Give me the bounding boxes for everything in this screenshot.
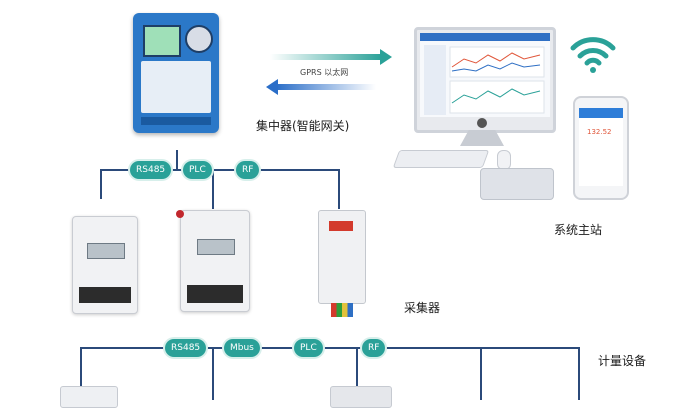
concentrator-terminal-cover [141, 117, 211, 125]
mouse [497, 150, 511, 170]
monitor-chart-graphic [424, 45, 545, 115]
master-station-label: 系统主站 [554, 223, 603, 237]
lower-bus-wire [80, 347, 580, 349]
upper-bus-wire [100, 169, 340, 171]
metering-devices-label: 计量设备 [598, 354, 647, 368]
lower-drop-3 [356, 347, 358, 400]
meter-smart [180, 210, 250, 312]
wifi-icon [570, 37, 616, 73]
phone-device: 132.52 [573, 96, 629, 200]
upper-tag-plc: PLC [183, 161, 212, 179]
collector-label: 采集器 [404, 301, 441, 315]
lower-tag-mbus: Mbus [224, 339, 260, 357]
monitor-stand [460, 130, 504, 146]
concentrator-device [133, 13, 219, 133]
upper-drop-2 [212, 169, 214, 209]
meter-led-indicator [176, 210, 184, 218]
phone-screen: 132.52 [579, 108, 623, 186]
uplink-label: GPRS 以太网 [300, 68, 349, 77]
lower-drop-1 [80, 347, 82, 400]
lower-tag-rf: RF [362, 339, 386, 357]
downlink-arrow [266, 79, 376, 95]
concentrator-keypad [185, 25, 213, 53]
server-box [480, 168, 554, 200]
lower-drop-4 [480, 347, 482, 400]
uplink-arrow [270, 49, 392, 65]
lower-drop-5 [578, 347, 580, 400]
concentrator-screen [143, 25, 181, 57]
collector-device [318, 210, 366, 317]
concentrator-drop-wire [176, 150, 178, 170]
lower-tag-rs485: RS485 [165, 339, 207, 357]
upper-drop-3 [338, 169, 340, 209]
monitor-device [414, 27, 556, 133]
phone-reading: 132.52 [587, 128, 612, 136]
bottom-device-1 [60, 386, 118, 408]
lower-drop-2 [212, 347, 214, 400]
lower-tag-plc: PLC [294, 339, 323, 357]
bottom-device-3 [330, 386, 392, 408]
monitor-screen [420, 33, 550, 117]
keyboard [392, 150, 490, 168]
upper-drop-1 [100, 169, 102, 199]
upper-tag-rs485: RS485 [130, 161, 172, 179]
concentrator-nameplate [141, 61, 211, 113]
apple-logo-icon [477, 118, 487, 128]
meter-single-phase [72, 216, 138, 314]
upper-tag-rf: RF [236, 161, 260, 179]
concentrator-label: 集中器(智能网关) [256, 119, 350, 133]
